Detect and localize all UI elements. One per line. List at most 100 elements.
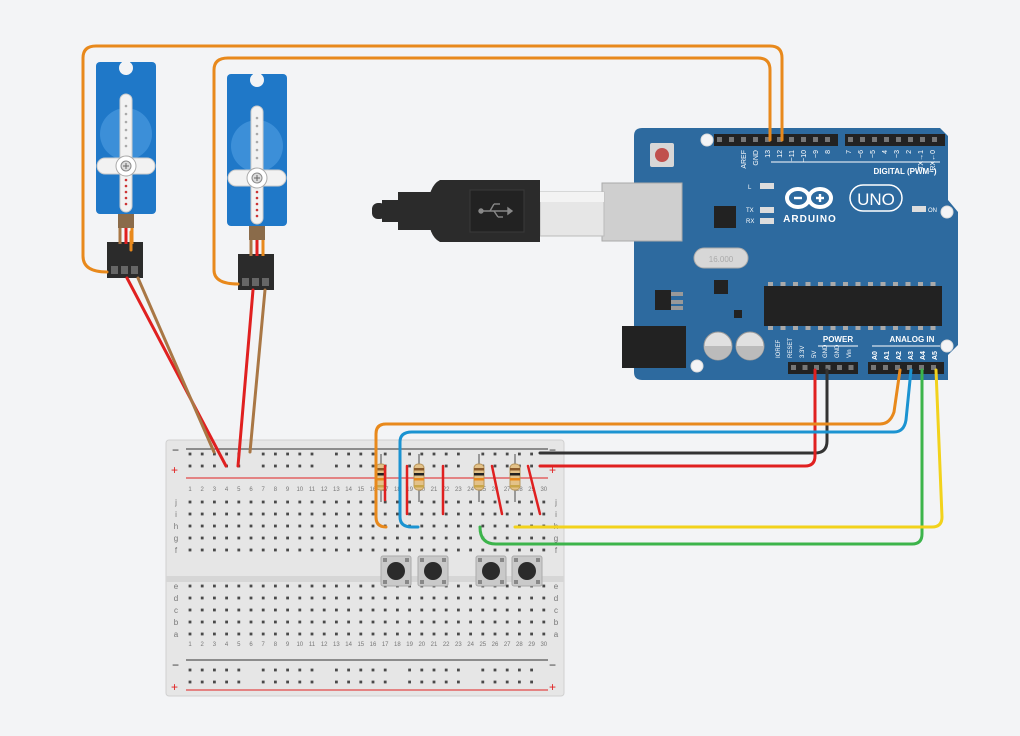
push-button-icon[interactable] bbox=[417, 555, 449, 587]
column-number: 4 bbox=[225, 642, 229, 648]
column-number: 10 bbox=[296, 642, 303, 648]
column-number: 27 bbox=[504, 642, 511, 648]
wire-orange-pin13[interactable] bbox=[81, 44, 784, 274]
row-letter: c bbox=[174, 606, 178, 615]
wire-brown-servo1-gnd[interactable] bbox=[136, 276, 216, 454]
column-number: 30 bbox=[540, 642, 547, 648]
analog-pin-label: A4 bbox=[920, 351, 927, 360]
led-tx-label: TX bbox=[746, 208, 754, 214]
wire-green-a4[interactable] bbox=[478, 368, 924, 546]
column-number: 5 bbox=[237, 642, 241, 648]
wire-red-servo2-5v[interactable] bbox=[236, 288, 255, 468]
arduino-brand: ARDUINO bbox=[783, 214, 837, 225]
rail-plus-label: + bbox=[549, 463, 556, 477]
reset-button[interactable] bbox=[655, 148, 669, 162]
wire-red-jumper[interactable] bbox=[490, 464, 504, 516]
row-letter: b bbox=[554, 618, 559, 627]
column-number: 3 bbox=[213, 487, 217, 493]
column-number: 19 bbox=[406, 642, 413, 648]
usb-port bbox=[601, 182, 683, 242]
push-button-icon[interactable] bbox=[380, 555, 412, 587]
analog-pin-label: A5 bbox=[932, 351, 939, 360]
arduino-logo-icon bbox=[785, 187, 833, 209]
servo-motor-icon[interactable] bbox=[227, 72, 287, 290]
usb-icon bbox=[478, 203, 514, 218]
column-number: 12 bbox=[321, 642, 328, 648]
row-letter: a bbox=[554, 630, 559, 639]
rail-minus-label: − bbox=[172, 658, 179, 672]
wire-red-jumper[interactable] bbox=[526, 464, 542, 516]
rail-minus-label: − bbox=[172, 443, 179, 457]
digital-pin-label: TX→1 bbox=[918, 150, 925, 170]
row-letter: c bbox=[554, 606, 558, 615]
column-number: 8 bbox=[274, 642, 278, 648]
power-pin-label: 3.3V bbox=[800, 346, 806, 358]
column-number: 1 bbox=[188, 642, 192, 648]
digital-pin-label: 8 bbox=[825, 150, 832, 154]
row-letter: f bbox=[555, 546, 558, 555]
power-pin-label: 5V bbox=[812, 351, 818, 358]
digital-pin-label: RX←0 bbox=[930, 150, 937, 171]
column-number: 14 bbox=[345, 487, 352, 493]
column-number: 28 bbox=[516, 642, 523, 648]
power-pin-label: RESET bbox=[788, 338, 794, 358]
digital-pin-label: 12 bbox=[777, 150, 784, 158]
breadboard[interactable]: − + − + − + − + 112233445566778899101011… bbox=[165, 439, 565, 697]
push-button-icon[interactable] bbox=[475, 555, 507, 587]
power-pin-label: IOREF bbox=[776, 339, 782, 358]
column-number: 15 bbox=[357, 642, 364, 648]
row-letter: a bbox=[174, 630, 179, 639]
digital-pin-label: 7 bbox=[846, 150, 853, 154]
column-number: 22 bbox=[443, 642, 450, 648]
resistor-icon[interactable] bbox=[413, 454, 425, 502]
column-number: 28 bbox=[516, 487, 523, 493]
wire-orange-pin12[interactable] bbox=[212, 56, 772, 286]
column-number: 15 bbox=[357, 487, 364, 493]
wire-red-servo1-5v[interactable] bbox=[125, 276, 228, 468]
column-number: 20 bbox=[418, 642, 425, 648]
wire-yellow-a5[interactable] bbox=[513, 368, 944, 529]
rail-minus-label: − bbox=[549, 658, 556, 672]
resistor-icon[interactable] bbox=[473, 454, 485, 502]
column-number: 14 bbox=[345, 642, 352, 648]
column-number: 27 bbox=[504, 487, 511, 493]
row-letter: e bbox=[174, 582, 179, 591]
wire-red-5v[interactable] bbox=[538, 368, 817, 468]
row-letter: d bbox=[174, 594, 178, 603]
row-letter: e bbox=[554, 582, 559, 591]
usb-cable[interactable] bbox=[372, 180, 605, 242]
digital-pin-label: ~6 bbox=[858, 150, 865, 158]
column-number: 19 bbox=[406, 487, 413, 493]
column-number: 12 bbox=[321, 487, 328, 493]
column-number: 16 bbox=[370, 642, 377, 648]
digital-pin-label: ~10 bbox=[801, 150, 808, 162]
digital-pin-label: 13 bbox=[765, 150, 772, 158]
column-number: 13 bbox=[333, 642, 340, 648]
arduino-uno-board[interactable]: 16.000 ARDUINO UNO L TX RX ON bbox=[601, 128, 958, 380]
analog-pin-label: A2 bbox=[896, 351, 903, 360]
row-letter: d bbox=[554, 594, 558, 603]
power-pin-label: GND bbox=[823, 344, 829, 358]
row-letter: g bbox=[554, 534, 558, 543]
wire-black-gnd[interactable] bbox=[538, 368, 829, 455]
analog-pin-label: A0 bbox=[872, 351, 879, 360]
wire-orange-a2[interactable] bbox=[374, 368, 902, 529]
analog-pin-label: A3 bbox=[908, 351, 915, 360]
column-number: 24 bbox=[467, 487, 474, 493]
column-number: 2 bbox=[201, 487, 205, 493]
column-number: 10 bbox=[296, 487, 303, 493]
servo-motor-icon[interactable] bbox=[96, 60, 156, 278]
push-button-icon[interactable] bbox=[511, 555, 543, 587]
digital-pin-label: 2 bbox=[906, 150, 913, 154]
rail-minus-label: − bbox=[549, 443, 556, 457]
row-letter: g bbox=[174, 534, 178, 543]
column-number: 11 bbox=[309, 487, 316, 493]
led-l-label: L bbox=[748, 185, 752, 191]
wire-blue-a3[interactable] bbox=[398, 368, 913, 529]
wire-brown-servo2-gnd[interactable] bbox=[248, 288, 267, 454]
column-number: 9 bbox=[286, 642, 290, 648]
resistor-icon[interactable] bbox=[509, 454, 521, 502]
digital-pin-label: ~5 bbox=[870, 150, 877, 158]
digital-pin-label: ~9 bbox=[813, 150, 820, 158]
row-letter: i bbox=[555, 510, 557, 519]
